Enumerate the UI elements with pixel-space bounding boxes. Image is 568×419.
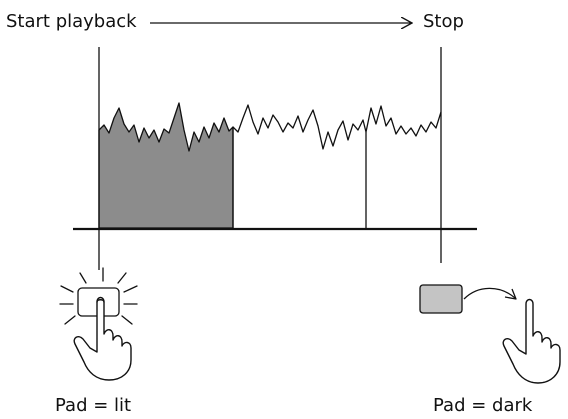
waveform-remaining xyxy=(232,104,442,150)
curved-arrow-icon xyxy=(463,287,516,300)
waveform-played-region xyxy=(98,102,234,229)
curved-arrow-head xyxy=(504,288,517,300)
pointing-finger-release-icon xyxy=(502,298,561,384)
stop-label: Stop xyxy=(423,11,464,32)
pointing-finger-press-icon xyxy=(73,296,132,381)
pad-dark-label: Pad = dark xyxy=(433,395,533,416)
pad-dark-icon xyxy=(419,284,463,314)
pad-lit-label: Pad = lit xyxy=(55,395,132,416)
start-playback-label: Start playback xyxy=(6,11,137,32)
